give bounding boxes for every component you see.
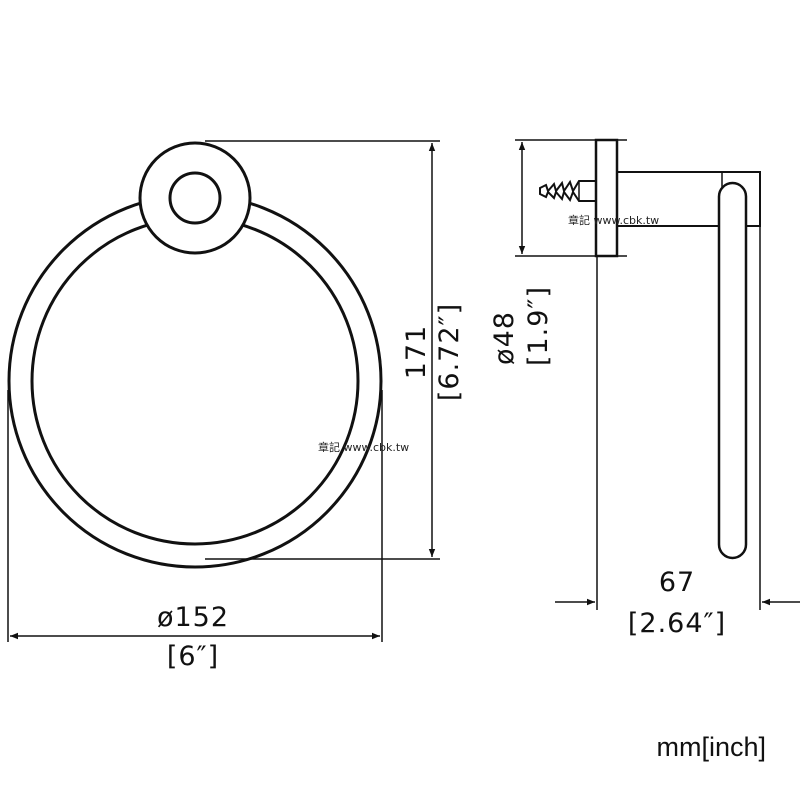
- watermark-side: 章記 www.cbk.tw: [568, 213, 659, 227]
- units-label: mm[inch]: [656, 732, 766, 762]
- side-view: [539, 138, 761, 560]
- ring-diameter-mm-label: ø152: [157, 602, 229, 633]
- ring-inner: [30, 216, 360, 546]
- wall-base-plate: [594, 138, 619, 258]
- projection-mm-label: 67: [659, 567, 695, 598]
- projection-inch-label: [2.64″]: [628, 608, 726, 639]
- base-diameter-inch-label: [1.9″]: [523, 286, 554, 366]
- support-arm: [617, 171, 761, 227]
- front-view: [7, 141, 383, 569]
- base-diameter-mm-label: ø48: [489, 311, 520, 365]
- watermark-front: 章記 www.cbk.tw: [318, 440, 409, 454]
- ring-hanger-knob: [168, 171, 222, 225]
- ring-diameter-inch-label: [6″]: [167, 641, 219, 672]
- height-mm-label: 171: [401, 325, 432, 380]
- ring-edge-view: [717, 181, 748, 560]
- wall-anchor-screw: [539, 179, 597, 203]
- height-inch-label: [6.72″]: [434, 303, 465, 401]
